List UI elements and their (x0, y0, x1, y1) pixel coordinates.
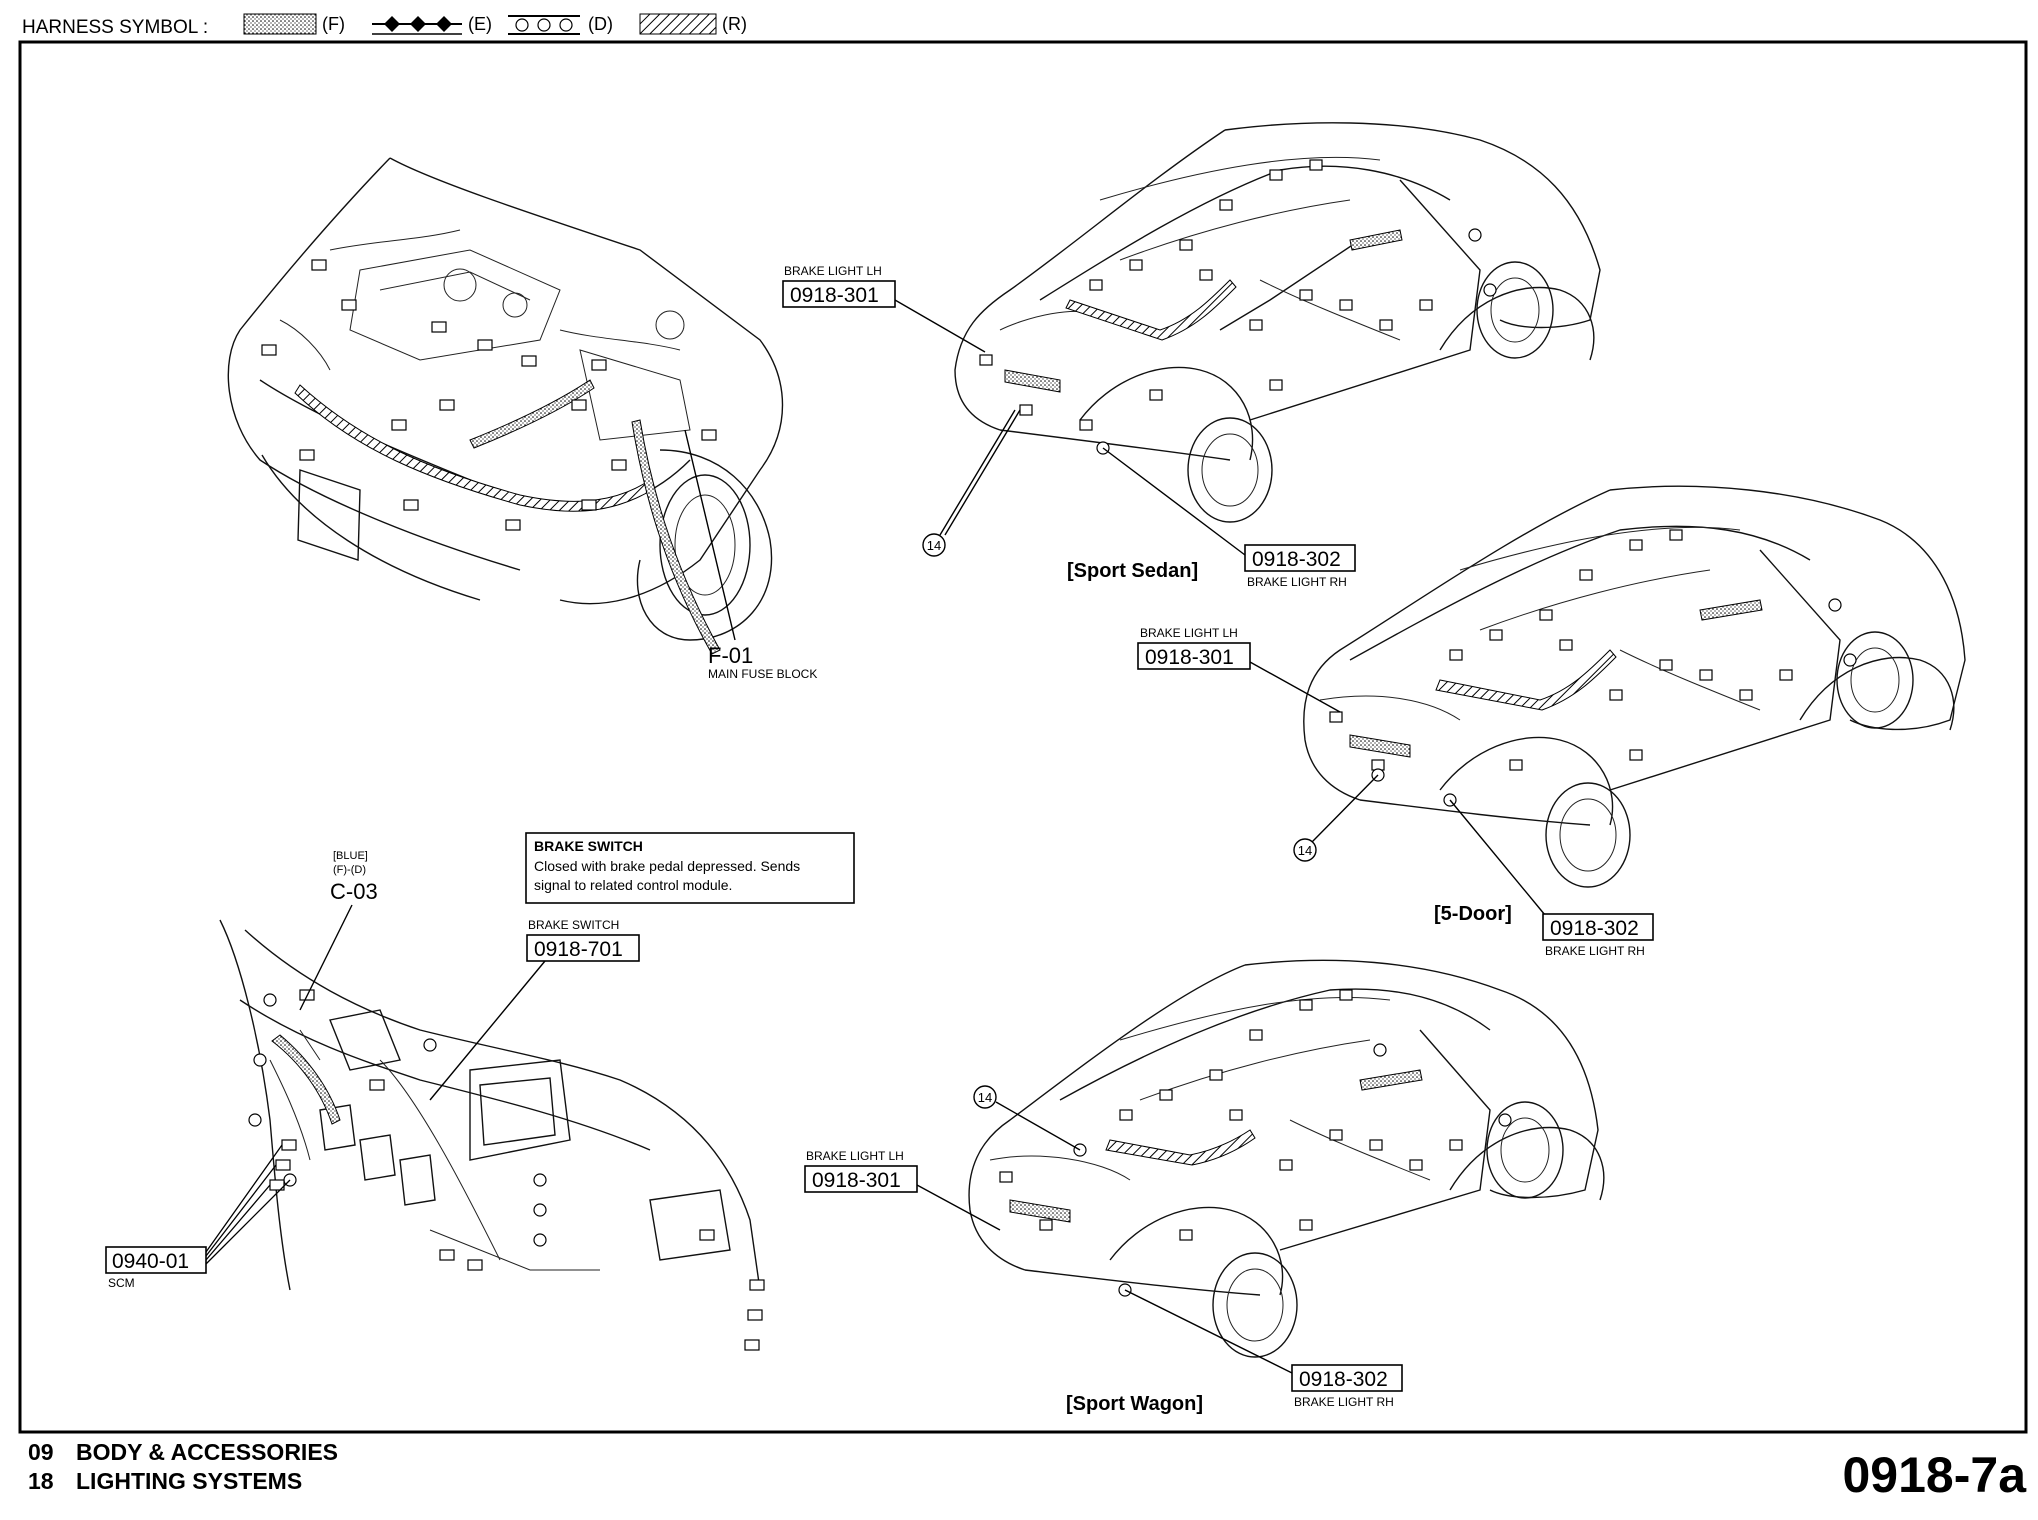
sport-sedan-brake-light-rh-label: BRAKE LIGHT RH (1247, 575, 1347, 589)
brake-switch-label: BRAKE SWITCH (528, 918, 619, 932)
brake-switch-info-title: BRAKE SWITCH (534, 838, 643, 854)
five-door-brake-light-lh-id: 0918-301 (1145, 646, 1234, 669)
main-fuse-block-label: MAIN FUSE BLOCK (708, 667, 817, 681)
five-door-ground-ref-circle (1293, 838, 1317, 862)
sport-sedan-brake-light-rh-id: 0918-302 (1252, 548, 1341, 571)
five-door-brake-light-rh-box (1542, 913, 1654, 941)
sport-sedan-ground-ref-circle (922, 533, 946, 557)
brake-switch-info-box: BRAKE SWITCH Closed with brake pedal dep… (525, 832, 855, 904)
harness-symbol-label: HARNESS SYMBOL : (22, 17, 208, 38)
five-door-brake-light-rh-id: 0918-302 (1550, 917, 1639, 940)
main-fuse-block-id: F-01 (708, 643, 753, 668)
engine-bay-illustration (227, 157, 784, 655)
subsection-name: LIGHTING SYSTEMS (76, 1468, 302, 1494)
harness-symbol-legend: HARNESS SYMBOL : (F) (E) (D) (R) (22, 13, 747, 38)
five-door-brake-light-rh-label: BRAKE LIGHT RH (1545, 944, 1645, 958)
scm-id-box (105, 1246, 207, 1274)
circle-harness-symbol-icon (508, 15, 580, 35)
brake-switch-id: 0918-701 (534, 938, 623, 961)
c03-connector-harness: (F)-(D) (333, 864, 366, 876)
sport-wagon-brake-light-rh-id: 0918-302 (1299, 1368, 1388, 1391)
sport-wagon-ground-ref-circle (973, 1085, 997, 1109)
stipple-harness-symbol-icon (243, 13, 317, 35)
five-door-brake-light-lh-box (1137, 642, 1251, 670)
hatched-harness-symbol-icon (639, 13, 717, 35)
harness-code-d: (D) (588, 14, 613, 34)
diagram-frame (18, 40, 2028, 1434)
sport-wagon-brake-light-rh-label: BRAKE LIGHT RH (1294, 1395, 1394, 1409)
page-footer: 09 BODY & ACCESSORIES 18 LIGHTING SYSTEM… (28, 1439, 2027, 1503)
sport-sedan-brake-light-lh-id: 0918-301 (790, 284, 879, 307)
brake-switch-info-desc-line2: signal to related control module. (534, 877, 732, 893)
diamond-harness-symbol-icon (372, 16, 462, 35)
sport-wagon-brake-light-lh-box (804, 1165, 918, 1193)
section-name: BODY & ACCESSORIES (76, 1439, 338, 1465)
brake-switch-info-desc-line1: Closed with brake pedal depressed. Sends (534, 858, 800, 874)
sport-wagon-brake-light-rh-box (1291, 1364, 1403, 1392)
sport-sedan-ground-ref: 14 (927, 538, 941, 553)
sport-wagon-brake-light-lh-id: 0918-301 (812, 1169, 901, 1192)
five-door-illustration (1303, 485, 1966, 888)
scm-id: 0940-01 (112, 1250, 189, 1273)
c03-connector-color: [BLUE] (333, 850, 368, 862)
subsection-number: 18 (28, 1468, 54, 1494)
c03-connector-id: C-03 (330, 879, 378, 904)
sport-wagon-title: [Sport Wagon] (1066, 1393, 1203, 1415)
harness-code-r: (R) (722, 14, 747, 34)
harness-code-e: (E) (468, 14, 492, 34)
sport-sedan-brake-light-lh-label: BRAKE LIGHT LH (784, 264, 882, 278)
brake-switch-id-box (526, 934, 640, 962)
sport-sedan-brake-light-rh-box (1244, 544, 1356, 572)
sport-sedan-brake-light-lh-box (782, 280, 896, 308)
sport-sedan-title: [Sport Sedan] (1067, 560, 1198, 582)
section-number: 09 (28, 1439, 54, 1465)
page-id: 0918-7a (1843, 1447, 2028, 1503)
dashboard-illustration (219, 919, 765, 1351)
harness-code-f: (F) (322, 14, 345, 34)
scm-label: SCM (108, 1276, 135, 1290)
sport-wagon-illustration (968, 959, 1605, 1358)
sport-sedan-illustration (954, 122, 1601, 523)
five-door-title: [5-Door] (1434, 903, 1512, 925)
sport-wagon-ground-ref: 14 (978, 1090, 992, 1105)
five-door-brake-light-lh-label: BRAKE LIGHT LH (1140, 626, 1238, 640)
five-door-ground-ref: 14 (1298, 843, 1312, 858)
sport-wagon-brake-light-lh-label: BRAKE LIGHT LH (806, 1149, 904, 1163)
